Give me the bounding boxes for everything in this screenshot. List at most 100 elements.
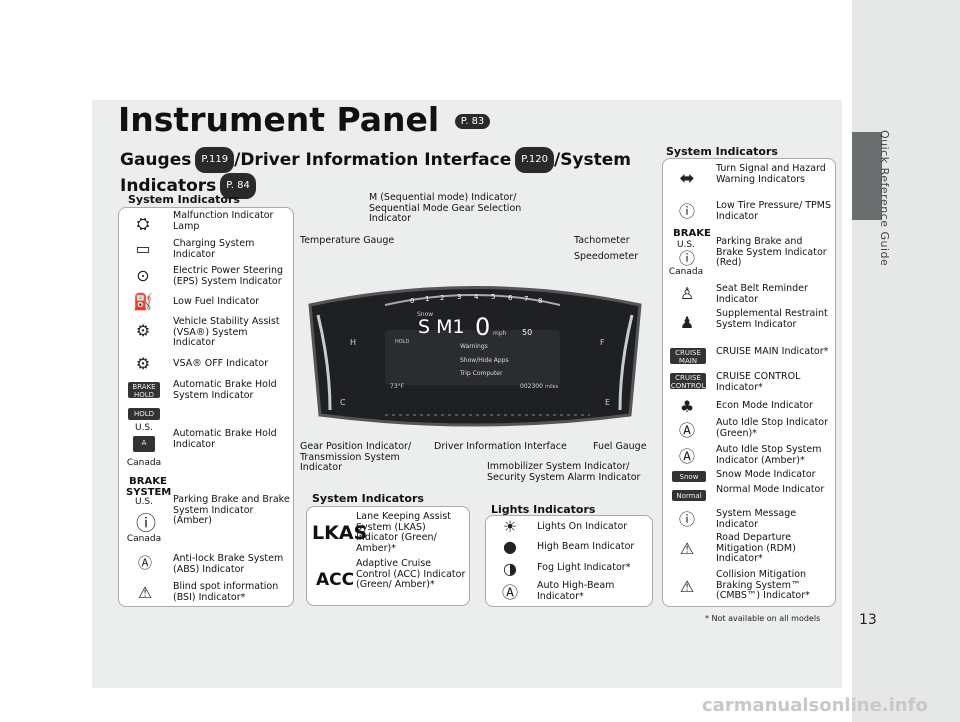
- auto-brake-hold-system-label: Automatic Brake Hold System Indicator: [173, 379, 277, 401]
- fuel-icon: ⛽: [133, 292, 153, 311]
- econ-label: Econ Mode Indicator: [716, 400, 813, 411]
- page-ref[interactable]: P. 83: [454, 114, 491, 129]
- srs-icon: ♟: [679, 313, 695, 332]
- auto-idle-stop-system-icon: Ⓐ: [678, 447, 695, 466]
- tach-tick-7: 7: [524, 295, 528, 303]
- brake-red-icon: BRAKE: [673, 228, 711, 239]
- footnote: * Not available on all models: [705, 614, 821, 623]
- lights-on-icon: ☀: [502, 517, 518, 536]
- canada-label-2: Canada: [126, 534, 162, 544]
- cmbs-icon: ⚠: [679, 577, 695, 596]
- cruise-main-label: CRUISE MAIN Indicator*: [716, 346, 829, 357]
- canada-label: Canada: [126, 458, 162, 468]
- vsa-off-icon: ⚙: [135, 354, 151, 373]
- lkas-label: Lane Keeping Assist System (LKAS) Indica…: [356, 511, 451, 554]
- tach-tick-6: 6: [508, 294, 513, 302]
- auto-brake-hold-label: Automatic Brake Hold Indicator: [173, 428, 277, 450]
- menu-warnings: Warnings: [460, 343, 488, 350]
- system-message-icon: ⓘ: [678, 510, 695, 529]
- tach-tick-2: 2: [440, 294, 444, 302]
- gear-position-label: Gear Position Indicator/ Transmission Sy…: [300, 441, 412, 473]
- svg-text:H: H: [350, 338, 356, 347]
- svg-text:F: F: [600, 338, 605, 347]
- seat-belt-label: Seat Belt Reminder Indicator: [716, 283, 808, 305]
- bottom-system-heading: System Indicators: [312, 492, 424, 505]
- lights-heading: Lights Indicators: [491, 503, 596, 516]
- snow-mode-label: Snow Mode Indicator: [716, 469, 816, 480]
- parking-brake-amber-label: Parking Brake and Brake System Indicator…: [173, 494, 290, 526]
- srs-label: Supplemental Restraint System Indicator: [716, 308, 828, 330]
- brake-canada-red-icon: ⓘ: [678, 249, 695, 268]
- turn-signal-label: Turn Signal and Hazard Warning Indicator…: [716, 163, 826, 185]
- m-indicator-label: M (Sequential mode) Indicator/ Sequentia…: [369, 192, 522, 224]
- sidebar-tab: [852, 132, 882, 220]
- tpms-icon: ⓘ: [678, 202, 695, 221]
- auto-idle-stop-icon: Ⓐ: [678, 421, 695, 440]
- tach-tick-8: 8: [538, 297, 542, 305]
- dii-label: Driver Information Interface: [434, 441, 567, 452]
- instrument-cluster: S M1 0 mph Snow 50 Warnings Show/Hide Ap…: [308, 286, 642, 427]
- sidebar-label: Quick Reference Guide: [878, 130, 891, 267]
- abs-icon: Ⓐ: [138, 556, 152, 572]
- lights-on-label: Lights On Indicator: [537, 521, 628, 532]
- tach-tick-3: 3: [457, 293, 461, 301]
- auto-high-beam-label: Auto High-Beam Indicator*: [537, 580, 615, 602]
- us-label-r: U.S.: [676, 240, 696, 250]
- battery-icon: ▭: [135, 239, 151, 258]
- vsa-icon: ⚙: [135, 321, 151, 340]
- dii-ref[interactable]: P.120: [515, 147, 554, 173]
- gauges-ref[interactable]: P.119: [195, 147, 235, 173]
- left-indicator-box: [118, 207, 294, 607]
- normal-badge: Normal: [672, 490, 706, 501]
- odometer-unit: miles: [545, 384, 559, 390]
- watermark: carmanualsonline.info: [702, 695, 928, 716]
- cruise-main-badge: CRUISE MAIN: [670, 348, 706, 365]
- turn-signal-icon: ⬌: [679, 168, 695, 189]
- bsi-label: Blind spot information (BSI) Indicator*: [173, 581, 279, 603]
- us-label: U.S.: [134, 423, 154, 433]
- vsa-off-label: VSA® OFF Indicator: [173, 358, 269, 369]
- auto-idle-stop-system-label: Auto Idle Stop System Indicator (Amber)*: [716, 444, 822, 466]
- tachometer-label: Tachometer: [574, 235, 630, 246]
- speedometer-label: Speedometer: [574, 251, 639, 262]
- hold-badge: HOLD: [128, 408, 160, 420]
- page-number: 13: [859, 612, 877, 628]
- temperature-gauge-label: Temperature Gauge: [300, 235, 395, 246]
- bottom-system-box: [306, 506, 470, 606]
- cruise-control-label: CRUISE CONTROL Indicator*: [716, 371, 801, 393]
- seat-belt-icon: ♙: [679, 284, 695, 303]
- hold-canada-icon: A: [133, 436, 155, 452]
- odometer: 002300: [520, 383, 543, 390]
- fuel-gauge-label: Fuel Gauge: [593, 441, 647, 452]
- immobilizer-label: Immobilizer System Indicator/ Security S…: [487, 461, 641, 483]
- snow-badge: Snow: [672, 471, 706, 482]
- lights-box: [485, 515, 653, 607]
- fog-light-icon: ◑: [503, 559, 517, 578]
- auto-idle-stop-label: Auto Idle Stop Indicator (Green)*: [716, 417, 829, 439]
- acc-set-readout: 50: [522, 328, 532, 337]
- menu-show-hide: Show/Hide Apps: [460, 357, 509, 364]
- left-box-heading: System Indicators: [128, 193, 240, 206]
- rdm-label: Road Departure Mitigation (RDM) Indicato…: [716, 532, 796, 564]
- econ-icon: ♣: [679, 397, 695, 416]
- acc-label: Adaptive Cruise Control (ACC) Indicator …: [356, 558, 466, 590]
- indicators-ref[interactable]: P. 84: [220, 173, 256, 199]
- auto-high-beam-icon: Ⓐ: [501, 583, 518, 602]
- high-beam-icon: ●: [503, 537, 517, 556]
- sidebar: Quick Reference Guide: [852, 0, 960, 722]
- malfunction-indicator-label: Malfunction Indicator Lamp: [173, 210, 274, 232]
- tach-tick-5: 5: [491, 293, 495, 301]
- hold-readout: HOLD: [395, 339, 409, 345]
- parking-brake-red-label: Parking Brake and Brake System Indicator…: [716, 236, 827, 268]
- abs-label: Anti-lock Brake System (ABS) Indicator: [173, 553, 284, 575]
- brake-system-icon: BRAKE SYSTEM: [126, 476, 172, 498]
- gear-readout: S M1: [418, 316, 465, 338]
- steering-icon: ⊙: [136, 266, 150, 285]
- charging-system-label: Charging System Indicator: [173, 238, 255, 260]
- lkas-icon: LKAS: [312, 522, 368, 544]
- svg-text:C: C: [340, 398, 346, 407]
- speed-unit: mph: [493, 330, 507, 337]
- bsi-icon: ⚠: [137, 583, 153, 602]
- acc-icon: ACC: [316, 570, 355, 590]
